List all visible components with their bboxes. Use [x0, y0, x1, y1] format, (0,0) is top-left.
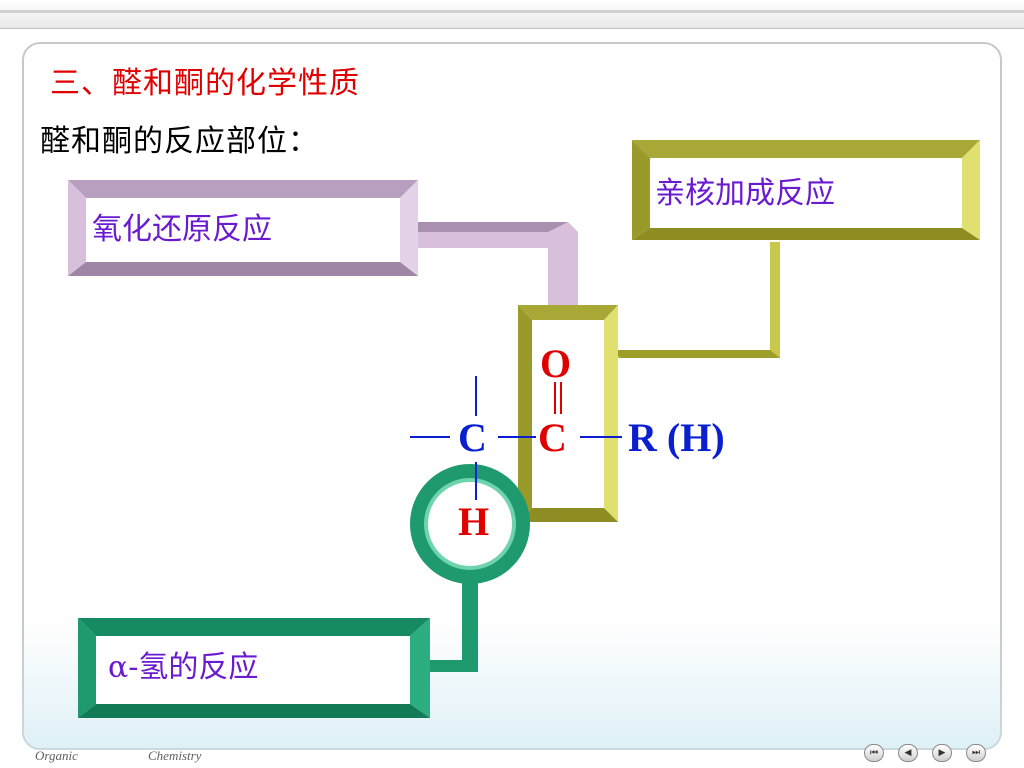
skip-back-icon: ⏮: [869, 748, 879, 758]
alpha-hydrogen-ring: [410, 464, 530, 584]
carbonyl-box: [518, 305, 618, 522]
top-bar: [0, 0, 1024, 29]
skip-forward-icon: ⏭: [971, 748, 981, 758]
previous-slide-button[interactable]: ◀: [898, 744, 918, 762]
bonds: [410, 376, 622, 500]
alpha-hydrogen-atom: H: [458, 499, 490, 544]
carbonyl-double-bond: [554, 382, 562, 414]
carbonyl-carbon-atom: C: [538, 415, 567, 460]
nucleophilic-addition-box: [632, 140, 980, 240]
play-back-icon: ◀: [904, 748, 912, 758]
slide-subtitle: 醛和酮的反应部位：: [40, 124, 319, 159]
redox-box: [68, 180, 418, 276]
first-slide-button[interactable]: ⏮: [864, 744, 884, 762]
redox-label: 氧化还原反应: [92, 212, 272, 247]
next-slide-button[interactable]: ▶: [932, 744, 952, 762]
alpha-hydrogen-box: [78, 618, 430, 718]
footer-right: Chemistry: [148, 748, 202, 763]
nucleophilic-addition-label: 亲核加成反应: [655, 176, 835, 211]
oxygen-atom: O: [540, 341, 572, 386]
nucleophilic-connector: [612, 242, 780, 358]
top-rule: [0, 10, 1024, 13]
play-icon: ▶: [938, 748, 946, 758]
substituent-group: R (H): [628, 415, 725, 460]
alpha-connector: [420, 578, 478, 672]
alpha-carbon-atom: C: [458, 415, 487, 460]
footer-left: Organic: [35, 748, 78, 763]
last-slide-button[interactable]: ⏭: [966, 744, 986, 762]
alpha-hydrogen-label: α-氢的反应: [108, 650, 259, 685]
redox-connector: [410, 222, 578, 305]
slide-title: 三、醛和酮的化学性质: [50, 66, 360, 101]
